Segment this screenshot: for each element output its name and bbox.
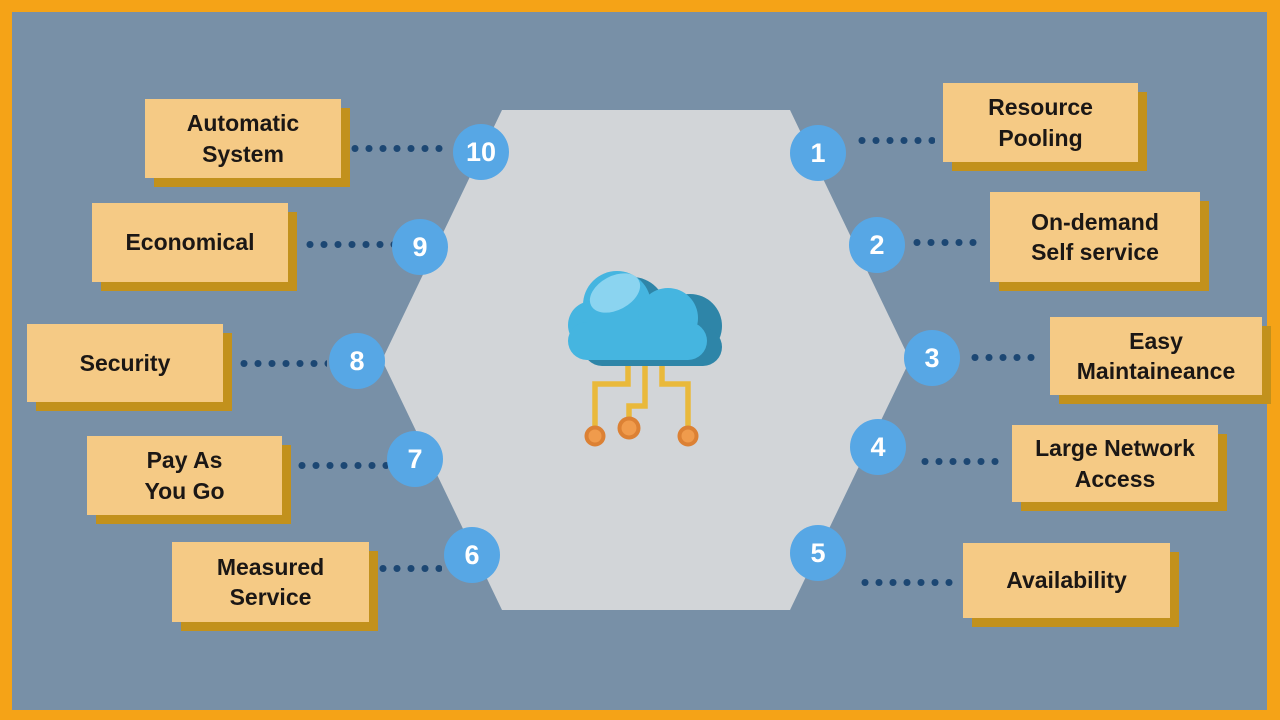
feature-label: Measured Service <box>216 553 325 610</box>
dotted-connector-6 <box>376 565 442 572</box>
network-node-icon <box>584 416 699 447</box>
feature-box-pay-as-you-go: Pay As You Go <box>87 436 282 515</box>
dotted-connector-3 <box>968 354 1040 361</box>
step-number-badge-6: 6 <box>444 527 500 583</box>
step-number-badge-9: 9 <box>392 219 448 275</box>
feature-box-economical: Economical <box>92 203 288 282</box>
feature-box-resource-pooling: Resource Pooling <box>943 83 1138 162</box>
cloud-network-icon <box>568 271 722 447</box>
feature-label: Pay As You Go <box>144 447 225 504</box>
step-number-badge-8: 8 <box>329 333 385 389</box>
feature-label: Availability <box>1006 567 1127 594</box>
step-number-badge-7: 7 <box>387 431 443 487</box>
step-number-badge-5: 5 <box>790 525 846 581</box>
feature-label: Economical <box>125 229 255 256</box>
step-number-badge-2: 2 <box>849 217 905 273</box>
dotted-connector-5 <box>858 579 955 586</box>
feature-box-automatic-system: Automatic System <box>145 99 341 178</box>
dotted-connector-4 <box>918 458 1002 465</box>
feature-label: Security <box>79 349 171 376</box>
feature-box-easy-maintenance: Easy Maintaineance <box>1050 317 1262 395</box>
feature-label: Automatic System <box>186 110 300 167</box>
dotted-connector-7 <box>295 462 388 469</box>
step-number-badge-4: 4 <box>850 419 906 475</box>
dotted-connector-8 <box>237 360 327 367</box>
feature-label: Large Network Access <box>1035 435 1195 492</box>
dotted-connector-9 <box>303 241 397 248</box>
dotted-connector-2 <box>910 239 980 246</box>
feature-box-availability: Availability <box>963 543 1170 618</box>
step-number-badge-1: 1 <box>790 125 846 181</box>
cloud-highlight <box>589 273 641 313</box>
feature-box-on-demand-self-service: On-demand Self service <box>990 192 1200 282</box>
feature-label: Resource Pooling <box>988 94 1093 151</box>
feature-label: On-demand Self service <box>1031 208 1159 265</box>
dotted-connector-1 <box>855 137 935 144</box>
step-number-badge-3: 3 <box>904 330 960 386</box>
step-number-badge-10: 10 <box>453 124 509 180</box>
feature-box-measured-service: Measured Service <box>172 542 369 622</box>
feature-box-large-network-access: Large Network Access <box>1012 425 1218 502</box>
feature-box-security: Security <box>27 324 223 402</box>
dotted-connector-10 <box>348 145 446 152</box>
feature-label: Easy Maintaineance <box>1076 327 1236 384</box>
